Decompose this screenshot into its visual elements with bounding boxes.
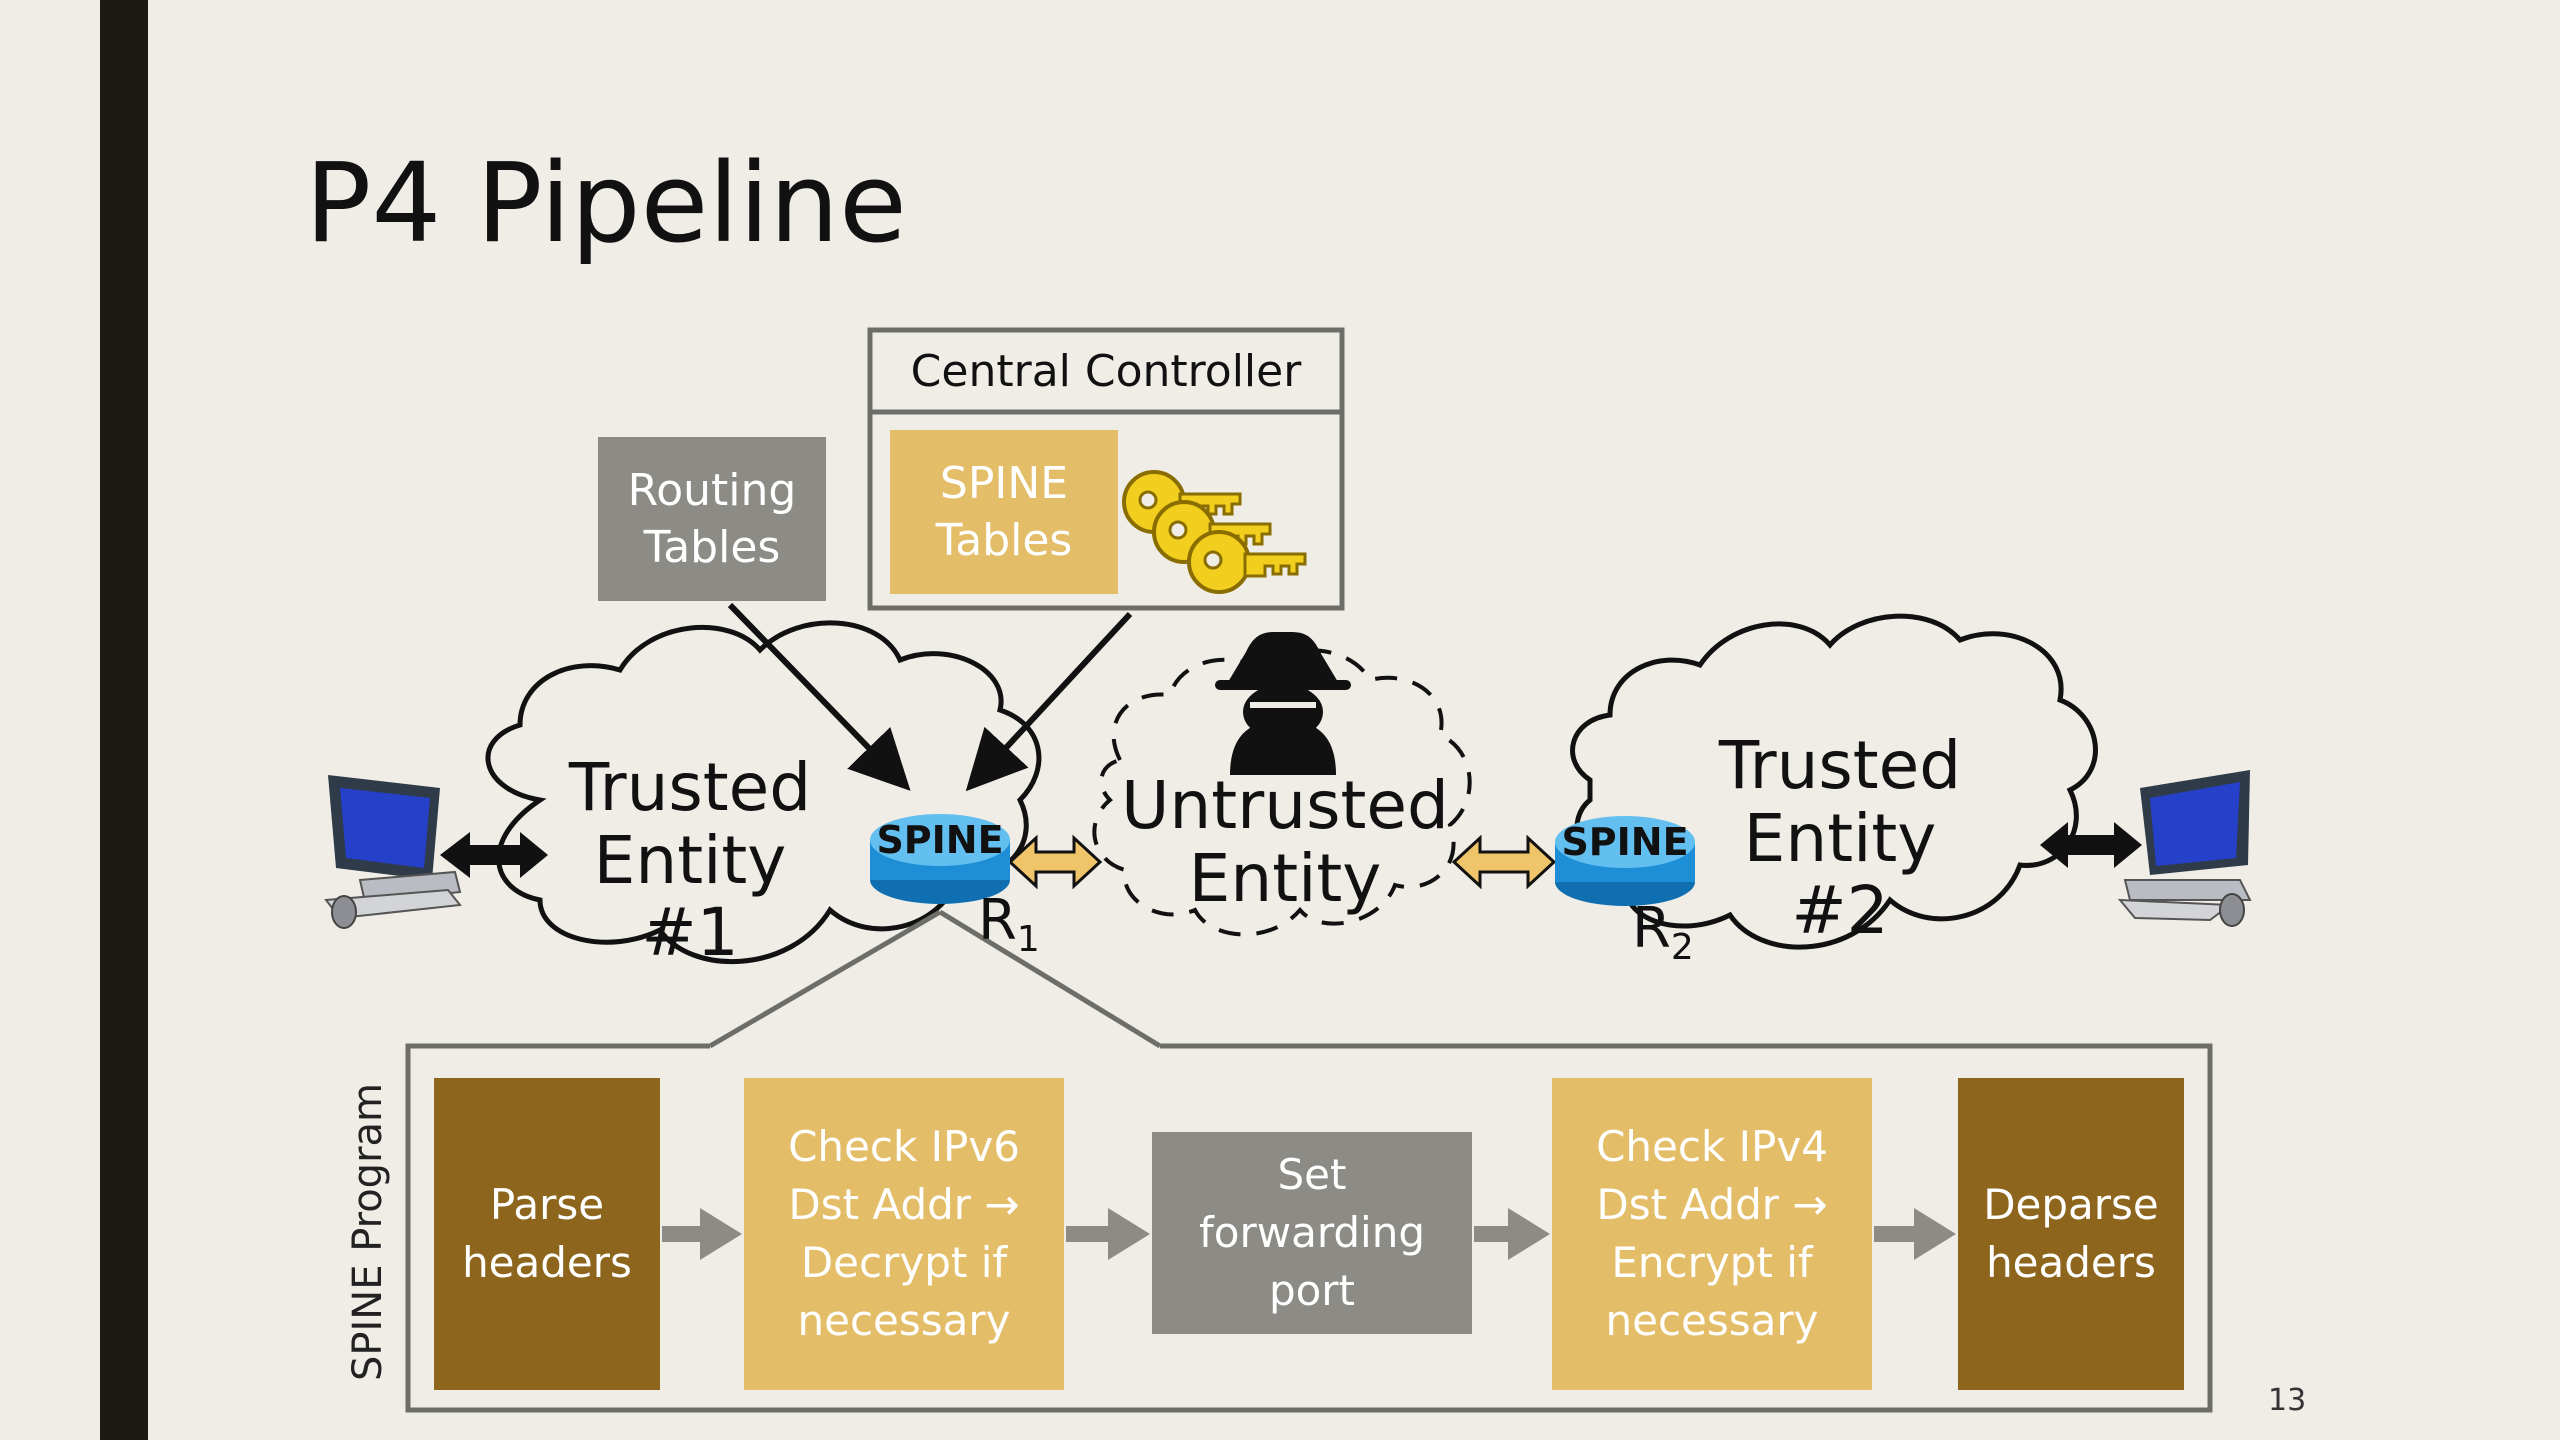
spy-icon: [1215, 631, 1351, 775]
zoom-line-left: [708, 909, 942, 1049]
stage-check-ipv4: Check IPv4 Dst Addr → Encrypt if necessa…: [1552, 1078, 1872, 1390]
stage-parse-headers: Parse headers: [434, 1078, 660, 1390]
router-r2: [1555, 816, 1695, 906]
stage-deparse-headers: Deparse headers: [1958, 1078, 2184, 1390]
computer-right-icon: [2117, 770, 2252, 927]
page-number: 13: [2268, 1383, 2307, 1418]
untrusted-entity-label: Untrusted Entity: [1121, 767, 1449, 917]
central-controller-title: Central Controller: [910, 345, 1302, 397]
spine-tables-to-router-arrow: [965, 611, 1133, 792]
router-r2-badge: SPINE: [1561, 820, 1689, 864]
spine-program-label: SPINE Program: [345, 1083, 391, 1381]
pipeline-frame: [405, 1043, 2213, 1413]
left-accent-bar: [100, 0, 148, 1440]
trusted-cloud-2: [1570, 613, 2098, 950]
router-r1-label: R1: [978, 888, 1040, 961]
r1-untrusted-link-arrow: [1007, 834, 1103, 890]
stage-set-forwarding-port: Set forwarding port: [1152, 1132, 1472, 1334]
zoom-line-right: [938, 909, 1162, 1049]
keys-icon: [1122, 470, 1307, 594]
right-double-arrow: [2040, 822, 2142, 868]
left-double-arrow: [440, 832, 548, 878]
untrusted-r2-link-arrow: [1451, 834, 1557, 890]
router-r1-badge: SPINE: [876, 818, 1004, 862]
controller-frame: [867, 327, 1345, 611]
routing-to-router-arrow: [727, 602, 911, 791]
router-r2-label: R2: [1632, 896, 1694, 969]
trusted-entity-2-label: Trusted Entity #2: [1718, 727, 1962, 950]
spine-tables-box: SPINE Tables: [890, 430, 1118, 594]
routing-tables-box: Routing Tables: [598, 437, 826, 601]
slide-title: P4 Pipeline: [305, 139, 907, 267]
trusted-entity-1-label: Trusted Entity #1: [568, 749, 812, 972]
computer-left-icon: [324, 775, 462, 929]
pipeline-arrows: [662, 1208, 1956, 1260]
stage-check-ipv6: Check IPv6 Dst Addr → Decrypt if necessa…: [744, 1078, 1064, 1390]
router-r1: [870, 814, 1010, 904]
